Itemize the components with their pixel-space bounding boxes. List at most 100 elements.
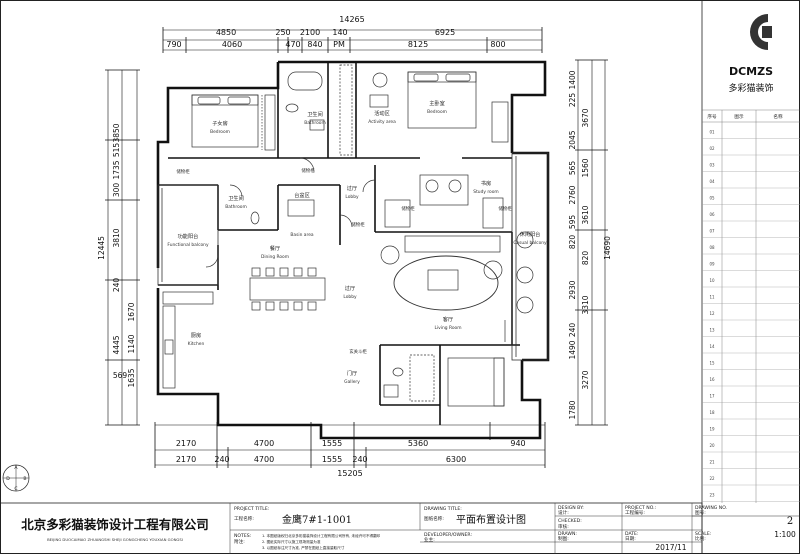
- list-row-number: 02: [709, 146, 715, 151]
- room-label-cn: 厨房: [191, 331, 201, 339]
- list-row-number: 15: [709, 361, 715, 366]
- list-row-number: 01: [709, 130, 715, 135]
- dim-top-row2: 4060: [222, 40, 242, 49]
- drawn-cn: 制图:: [558, 535, 569, 542]
- dim-bottom-row1: 5360: [408, 439, 428, 448]
- design-by-label: DESIGN BY:: [558, 505, 584, 511]
- dim-right-col1: 565: [568, 161, 577, 176]
- dining-table: [249, 277, 326, 301]
- room-label-en: Bedroom: [210, 129, 230, 135]
- dim-right-col1: 2045: [568, 130, 577, 149]
- dim-bottom-row2: 240: [214, 455, 229, 464]
- note-line: 2. 图纸实际尺寸以施工现场测量为准: [262, 539, 321, 544]
- dim-bottom-row2: 6300: [446, 455, 466, 464]
- room-label-cn: 过厅: [347, 184, 357, 192]
- dimensions-left: 12445 3850 515 1735 300 3810 240 4445 56…: [97, 123, 136, 387]
- dim-top-row1: 2100: [300, 28, 320, 37]
- list-row-number: 03: [709, 163, 715, 168]
- list-row-number: 11: [709, 295, 715, 300]
- room-label-cn: 子女房: [212, 119, 228, 127]
- dimension-lines: [107, 29, 606, 466]
- dim-top-row1: 250: [275, 28, 290, 37]
- dim-left-col1: 3850: [112, 123, 121, 142]
- storage-label: 玄关斗柜: [349, 348, 367, 355]
- dim-right-col1: 1400: [568, 70, 577, 89]
- dim-bottom-row1: 4700: [254, 439, 274, 448]
- drawing-list-table: [702, 109, 800, 503]
- dim-right-col1: 3670: [581, 108, 590, 127]
- design-label: 设计:: [558, 509, 569, 516]
- room-label-cn: 卫生间: [228, 194, 244, 202]
- dim-right-col2: 3610: [581, 205, 590, 224]
- title-block-text: 北京多彩猫装饰设计工程有限公司 BEIJING DUOCAIMAO ZHUANG…: [21, 505, 796, 552]
- compass-letter: D: [6, 476, 10, 482]
- room-label-cn: 台盆区: [294, 191, 310, 199]
- dim-top-row2: PM: [333, 40, 345, 49]
- developer-cn: 业主:: [424, 536, 435, 543]
- list-row-number: 21: [709, 460, 715, 465]
- scale-cn: 比例:: [695, 535, 706, 542]
- company-name: 北京多彩猫装饰设计工程有限公司: [21, 517, 209, 532]
- balcony-rails: [157, 152, 549, 361]
- dim-bottom-row2: 240: [352, 455, 367, 464]
- room-label-en: Living Room: [435, 325, 462, 331]
- room-label-en: Bathroom: [304, 120, 326, 126]
- bed-bottom: [447, 357, 505, 407]
- list-row-number: 18: [709, 410, 715, 415]
- dim-right-col1: 2760: [568, 185, 577, 204]
- dim-top-row2: 790: [166, 40, 181, 49]
- room-label-en: Lobby: [343, 294, 357, 300]
- room-label-en: Functional balcony: [167, 242, 209, 248]
- dim-left-col1: 1735: [112, 160, 121, 179]
- dimensions-right: 14690 1400 225 3670 2045 565 2760 595 82…: [568, 70, 612, 419]
- room-label-en: Kitchen: [188, 341, 205, 347]
- compass-letter: B: [23, 476, 26, 482]
- storage-label: 储物柜: [401, 205, 415, 212]
- checked-label: CHECKED:: [558, 518, 582, 524]
- list-row-number: 12: [709, 311, 715, 316]
- dim-left-col1: 3810: [112, 228, 121, 247]
- room-label-cn: 功能阳台: [178, 232, 199, 240]
- dim-right-col1: 820: [568, 235, 577, 250]
- dim-right-col2: 1560: [581, 158, 590, 177]
- compass-symbol: A B C D: [2, 464, 30, 492]
- dim-left-col2: 1670: [127, 302, 136, 321]
- dim-top-total: 14265: [339, 15, 364, 24]
- wardrobe-child: [264, 94, 276, 151]
- notes-cn: 附注:: [234, 538, 245, 545]
- list-row-number: 16: [709, 377, 715, 382]
- room-label-en: Bedroom: [427, 109, 447, 115]
- note-line: 1. 本图纸版权归北京多彩猫装饰设计工程有限公司所有, 未经许可不得翻印: [262, 533, 381, 538]
- dim-top-row2: 840: [307, 40, 322, 49]
- list-row-number: 13: [709, 328, 715, 333]
- room-label-cn: 餐厅: [270, 244, 280, 252]
- project-title-label: PROJECT TITLE:: [234, 506, 270, 512]
- dim-right-col1: 3270: [581, 370, 590, 389]
- dim-right-col1: 240: [568, 323, 577, 338]
- room-labels: 子女房 Bedroom 卫生间 Bathroom 活动区 Activity ar…: [167, 99, 547, 385]
- dim-right-col1: 225: [568, 93, 577, 108]
- note-line: 3. 以图纸标注尺寸为准, 严禁在图纸上直接量取尺寸: [262, 545, 345, 550]
- company-logo: DCMZS 多彩猫装饰: [728, 14, 774, 94]
- dim-bottom-row2: 1555: [322, 455, 342, 464]
- storage-label: 储物柜: [351, 221, 365, 228]
- drawing-no-cn: 图号:: [695, 510, 706, 516]
- drawing-title-label: DRAWING TITLE:: [424, 506, 462, 512]
- dim-left-col1: 300: [112, 183, 121, 198]
- armchair-right: [483, 260, 503, 280]
- dim-top-row1: 6925: [435, 28, 455, 37]
- list-row-number: 07: [709, 229, 715, 234]
- list-row-number: 06: [709, 212, 715, 217]
- list-row-number: 04: [709, 179, 715, 184]
- list-row-number: 19: [709, 427, 715, 432]
- list-row-number: 14: [709, 344, 715, 349]
- dim-top-row2: 800: [490, 40, 505, 49]
- armchair-left: [380, 245, 400, 265]
- list-row-number: 10: [709, 278, 715, 283]
- room-label-en: Dining Room: [261, 254, 289, 260]
- kitchen-counter-side: [162, 305, 176, 389]
- project-name: 金鹰7#1-1001: [282, 513, 352, 526]
- drawing-name-label: 图纸名称:: [424, 515, 444, 522]
